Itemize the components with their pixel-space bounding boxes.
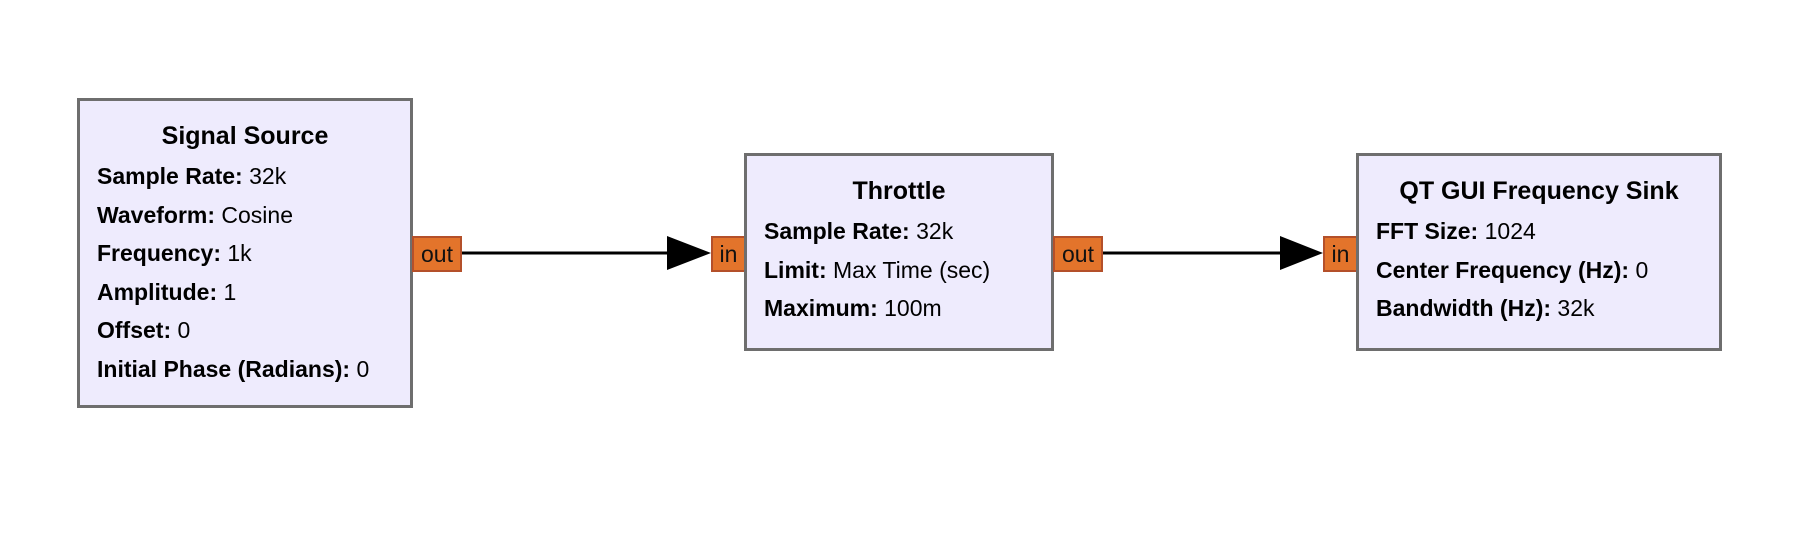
block-title: QT GUI Frequency Sink — [1399, 177, 1679, 205]
signal-source-out-port[interactable]: out — [412, 236, 462, 272]
param-row: Bandwidth (Hz): 32k — [1376, 295, 1595, 322]
param-row: Initial Phase (Radians): 0 — [97, 355, 370, 382]
param-row: Sample Rate: 32k — [97, 163, 287, 189]
block-params: Sample Rate: 32k Waveform: Cosine Freque… — [80, 157, 410, 389]
throttle-out-port[interactable]: out — [1053, 236, 1103, 272]
param-row: Waveform: Cosine — [97, 201, 293, 228]
param-row: FFT Size: 1024 — [1376, 218, 1536, 244]
param-row: Frequency: 1k — [97, 240, 252, 267]
freq-sink-in-port[interactable]: in — [1323, 236, 1358, 272]
block-title: Throttle — [852, 177, 946, 205]
signal-source-block[interactable]: Signal Source Sample Rate: 32k Waveform:… — [77, 98, 413, 408]
param-row: Offset: 0 — [97, 317, 191, 344]
connection-source-to-throttle[interactable] — [462, 236, 711, 270]
param-row: Sample Rate: 32k — [764, 218, 954, 244]
throttle-block[interactable]: Throttle Sample Rate: 32k Limit: Max Tim… — [744, 153, 1054, 351]
block-title: Signal Source — [161, 122, 329, 150]
param-row: Amplitude: 1 — [97, 278, 237, 305]
throttle-in-port[interactable]: in — [711, 236, 746, 272]
freq-sink-block[interactable]: QT GUI Frequency Sink FFT Size: 1024 Cen… — [1356, 153, 1722, 351]
param-row: Limit: Max Time (sec) — [764, 256, 991, 283]
param-row: Maximum: 100m — [764, 295, 942, 322]
connection-throttle-to-sink[interactable] — [1103, 236, 1323, 270]
block-params: Sample Rate: 32k Limit: Max Time (sec) M… — [747, 212, 1051, 328]
param-row: Center Frequency (Hz): 0 — [1376, 256, 1649, 283]
block-params: FFT Size: 1024 Center Frequency (Hz): 0 … — [1359, 212, 1719, 328]
